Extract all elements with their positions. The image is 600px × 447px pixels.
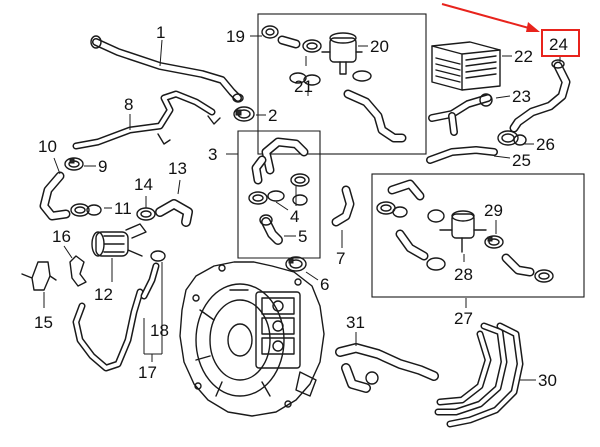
part-7-hose[interactable]: [331, 185, 355, 227]
part-4-hose-clamp[interactable]: [248, 173, 310, 206]
motor-housing: [179, 261, 325, 417]
part-5-hose[interactable]: [259, 214, 283, 245]
callout-22: 22: [514, 47, 533, 66]
callout-6: 6: [320, 275, 329, 294]
part-28-valve[interactable]: [439, 210, 487, 253]
callout-31: 31: [346, 313, 365, 332]
callout-11: 11: [114, 199, 132, 218]
leader-4: [275, 186, 297, 211]
part-30-coolant-pipes[interactable]: [434, 322, 524, 428]
leader-23: [495, 95, 511, 99]
leader-17: [143, 300, 163, 362]
group-box-19-21: [257, 13, 427, 155]
part-6-hose-clamp[interactable]: [285, 256, 307, 272]
callout-2: 2: [268, 106, 277, 125]
part-2-hose-clamp[interactable]: [233, 106, 255, 122]
callout-7: 7: [336, 249, 345, 268]
part-8-coolant-pipe[interactable]: [72, 90, 221, 150]
callout-12: 12: [94, 285, 113, 304]
part-13-hose[interactable]: [155, 199, 193, 227]
callout-1: 1: [156, 23, 165, 42]
part-18-hose[interactable]: [140, 250, 166, 300]
leader-1: [159, 39, 163, 67]
callout-16: 16: [52, 227, 71, 246]
part-15-bracket[interactable]: [21, 261, 57, 291]
callout-17: 17: [138, 363, 157, 382]
highlight-box-24: [541, 29, 580, 57]
part-3-hose-assembly[interactable]: [251, 137, 309, 185]
part-20-thermostat-valve[interactable]: [321, 32, 363, 75]
part-27-hose-set[interactable]: [376, 179, 554, 283]
part-1-coolant-hose[interactable]: [90, 35, 244, 103]
callout-14: 14: [134, 175, 153, 194]
callout-3: 3: [208, 145, 217, 164]
callout-29: 29: [484, 201, 503, 220]
part-16-bracket[interactable]: [69, 255, 87, 287]
callout-4: 4: [290, 207, 299, 226]
part-19-21-hose[interactable]: [343, 70, 407, 143]
part-12-coolant-pump[interactable]: [91, 223, 147, 257]
part-29-hose-clamp[interactable]: [484, 235, 504, 249]
part-22-oil-cooler[interactable]: [431, 41, 501, 91]
part-26-hose-clamp[interactable]: [497, 130, 527, 146]
part-14-hose-clamp[interactable]: [136, 207, 156, 221]
part-9-hose-clamp[interactable]: [64, 157, 84, 171]
part-24-coolant-hose[interactable]: [509, 59, 571, 133]
callout-18: 18: [150, 321, 169, 340]
part-10-hose[interactable]: [39, 171, 71, 221]
group-box-3: [237, 130, 321, 259]
leader-25: [493, 155, 511, 159]
part-11-hose-clamp[interactable]: [70, 203, 102, 217]
callout-23: 23: [512, 87, 531, 106]
callout-9: 9: [98, 157, 107, 176]
callout-20: 20: [370, 37, 389, 56]
callout-5: 5: [298, 227, 307, 246]
callout-15: 15: [34, 313, 53, 332]
part-17-hose[interactable]: [72, 288, 144, 372]
callout-25: 25: [512, 151, 531, 170]
callout-8: 8: [124, 95, 133, 114]
callout-30: 30: [538, 371, 557, 390]
part-31-coolant-hose[interactable]: [335, 343, 439, 393]
group-box-27: [371, 173, 585, 298]
callout-28: 28: [454, 265, 473, 284]
callout-13: 13: [168, 159, 187, 178]
part-23-pipe-fitting[interactable]: [428, 93, 493, 136]
callout-19: 19: [226, 27, 245, 46]
part-25-hose[interactable]: [426, 146, 498, 164]
part-21-hoses-and-clamps[interactable]: [277, 35, 322, 86]
leader-6: [305, 271, 319, 281]
leader-21: [305, 56, 309, 96]
leader-13: [177, 179, 181, 195]
part-19-hose-clamp[interactable]: [261, 25, 279, 39]
callout-21: 21: [294, 77, 313, 96]
callout-27: 27: [454, 309, 473, 328]
leader-10: [53, 157, 61, 175]
leader-16: [63, 245, 73, 259]
callout-10: 10: [38, 137, 57, 156]
callout-26: 26: [536, 135, 555, 154]
callout-24: 24: [549, 35, 568, 54]
highlight-arrow: [441, 3, 537, 31]
highlight-arrowhead: [526, 22, 540, 32]
